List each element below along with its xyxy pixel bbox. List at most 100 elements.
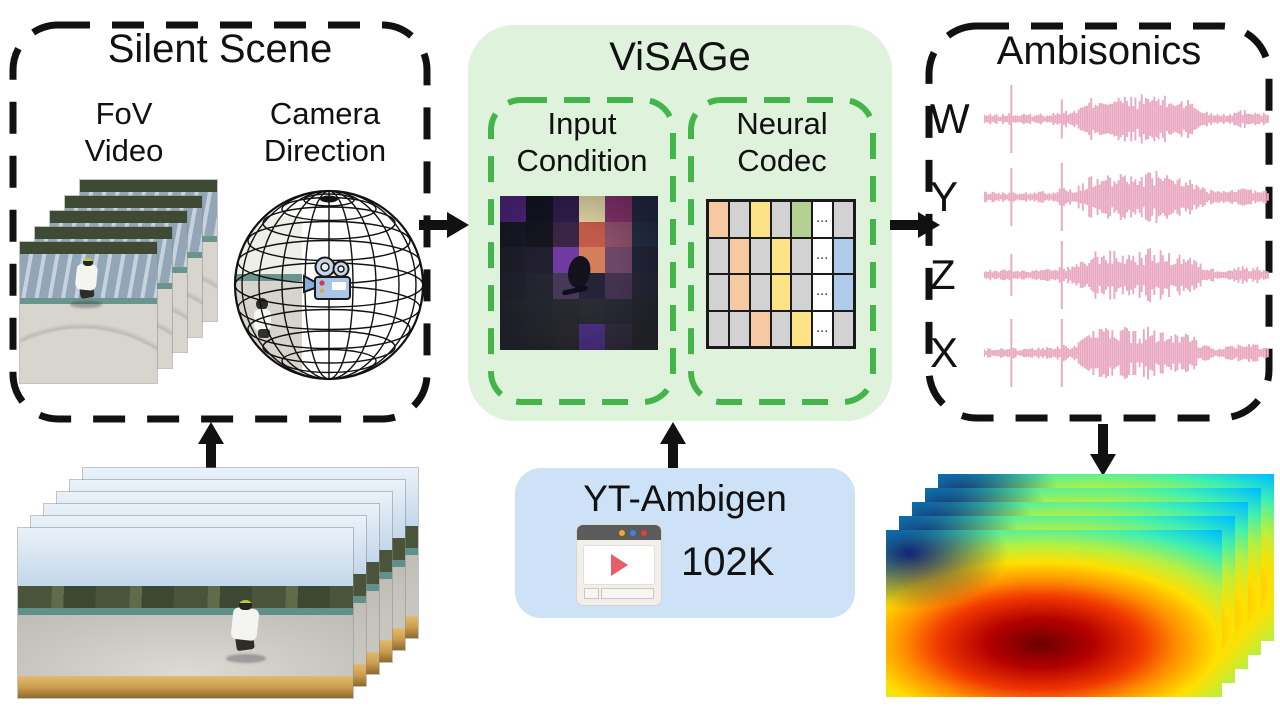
codec-ellipsis-cell: ... bbox=[813, 275, 833, 310]
waveform-X bbox=[984, 319, 1269, 387]
channel-label-Y: Y bbox=[930, 173, 959, 220]
codec-token-cell bbox=[750, 311, 770, 346]
codec-token-cell bbox=[792, 202, 812, 237]
heat-patch bbox=[579, 272, 606, 299]
heat-patch bbox=[552, 247, 579, 273]
heat-patch bbox=[631, 324, 658, 350]
heat-patch bbox=[526, 324, 553, 350]
camera-direction-label: Camera Direction bbox=[263, 96, 387, 168]
codec-token-cell bbox=[750, 275, 770, 310]
panorama-frame bbox=[18, 528, 353, 698]
play-icon bbox=[610, 554, 628, 576]
heat-patch bbox=[579, 196, 606, 222]
codec-token-cell bbox=[709, 311, 728, 346]
toolbar-dot-yellow bbox=[619, 529, 625, 536]
codec-ellipsis-cell: ... bbox=[813, 311, 833, 346]
waveform-row-X: X bbox=[930, 314, 1270, 392]
codec-token-cell bbox=[771, 238, 791, 273]
neural-codec-label: Neural Codec bbox=[736, 106, 828, 178]
waveform-row-Z: Z bbox=[930, 236, 1270, 314]
skater-figure bbox=[70, 301, 102, 309]
codec-token-cell bbox=[771, 202, 791, 237]
browser-toolbar bbox=[577, 525, 661, 540]
arrow-ambisonics-to-heatmap bbox=[1090, 424, 1116, 476]
heat-patch bbox=[605, 247, 632, 273]
heat-patch bbox=[552, 324, 579, 350]
toolbar-dot-red bbox=[641, 529, 647, 536]
fov-video-label: FoV Video bbox=[84, 96, 164, 168]
heat-patch bbox=[500, 272, 527, 299]
codec-token-cell bbox=[729, 238, 749, 273]
heat-patch bbox=[526, 247, 553, 273]
codec-token-cell bbox=[834, 202, 853, 237]
codec-token-cell bbox=[750, 202, 770, 237]
arrow-panorama-to-scene bbox=[198, 422, 224, 472]
heat-patch bbox=[526, 272, 553, 299]
neural-codec-grid: ............ bbox=[706, 199, 856, 349]
codec-token-cell bbox=[834, 311, 853, 346]
waveform-Z bbox=[984, 241, 1269, 309]
ambisonics-title: Ambisonics bbox=[996, 29, 1202, 73]
codec-ellipsis-cell: ... bbox=[813, 238, 833, 273]
codec-token-cell bbox=[709, 238, 728, 273]
neural-codec-border bbox=[688, 97, 876, 405]
waveform-row-W: W bbox=[930, 80, 1270, 158]
energy-heatmap-frames bbox=[886, 474, 1276, 700]
video-camera-icon bbox=[303, 256, 351, 300]
codec-token-cell bbox=[771, 275, 791, 310]
dataset-title: YT-Ambigen bbox=[583, 478, 787, 519]
heat-patch bbox=[605, 221, 632, 248]
silent-scene-title: Silent Scene bbox=[107, 27, 333, 71]
heat-patch bbox=[605, 324, 632, 350]
heat-patch bbox=[579, 324, 606, 350]
heat-patch bbox=[500, 196, 527, 222]
skater-figure bbox=[74, 263, 99, 292]
heat-patch bbox=[631, 272, 658, 299]
skater-figure bbox=[239, 600, 252, 610]
heat-patch bbox=[605, 196, 632, 222]
browser-video-icon bbox=[577, 525, 661, 605]
camera-direction-sphere bbox=[233, 189, 425, 381]
arrow-scene-to-visage bbox=[419, 212, 469, 238]
heat-patch bbox=[526, 298, 553, 325]
arrow-dataset-to-visage bbox=[660, 422, 686, 472]
heat-patch bbox=[605, 298, 632, 325]
arrow-visage-to-ambisonics bbox=[890, 212, 940, 238]
codec-token-cell bbox=[729, 275, 749, 310]
heat-patch bbox=[500, 298, 527, 325]
dataset-box: YT-Ambigen 102K bbox=[515, 468, 855, 618]
heat-patch bbox=[500, 324, 527, 350]
input-condition-border bbox=[488, 97, 676, 405]
heat-patch bbox=[579, 221, 606, 248]
toolbar-dot-blue bbox=[630, 529, 636, 536]
channel-label-X: X bbox=[930, 329, 959, 376]
heat-patch bbox=[579, 247, 606, 273]
heat-patch bbox=[631, 196, 658, 222]
skater-figure bbox=[83, 258, 94, 266]
codec-token-cell bbox=[771, 311, 791, 346]
heat-patch bbox=[552, 221, 579, 248]
heat-patch bbox=[526, 196, 553, 222]
codec-token-cell bbox=[729, 202, 749, 237]
codec-token-cell bbox=[792, 275, 812, 310]
codec-token-cell bbox=[729, 311, 749, 346]
heat-patch bbox=[631, 247, 658, 273]
heat-patch bbox=[500, 247, 527, 273]
heat-patch bbox=[579, 298, 606, 325]
input-condition-label: Input Condition bbox=[516, 106, 648, 178]
codec-token-cell bbox=[834, 275, 853, 310]
browser-footer bbox=[584, 588, 654, 599]
codec-token-cell bbox=[709, 275, 728, 310]
video-player-area bbox=[584, 546, 654, 584]
heat-patch bbox=[526, 221, 553, 248]
dataset-count: 102K bbox=[681, 540, 775, 584]
codec-token-cell bbox=[750, 238, 770, 273]
input-condition-image bbox=[500, 196, 658, 350]
heat-patch bbox=[552, 298, 579, 325]
waveform-Y bbox=[984, 163, 1269, 231]
fov-video-frames bbox=[20, 180, 220, 386]
channel-label-W: W bbox=[930, 95, 970, 142]
sphere-pole bbox=[320, 195, 338, 203]
